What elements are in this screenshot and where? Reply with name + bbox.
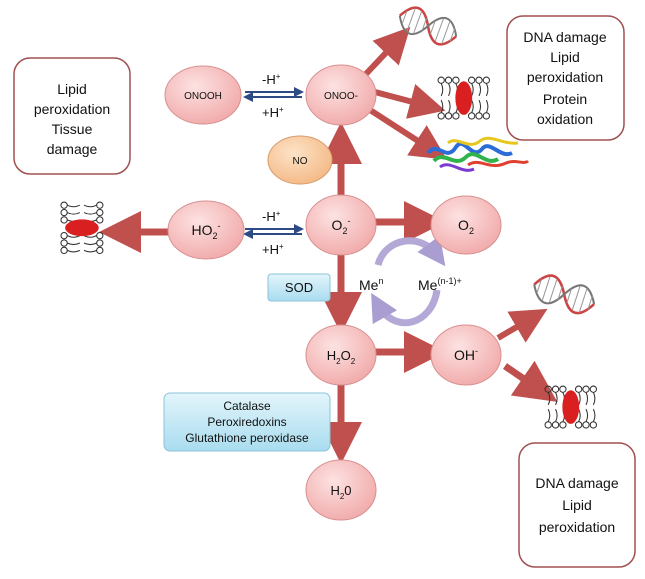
cycle-arrow-upper (374, 235, 446, 267)
lipid-membrane-icon (60, 201, 104, 255)
minus-h-label-top: -H+ (262, 72, 281, 87)
protein-ribbon-icon (426, 136, 530, 172)
svg-text:ONOOH: ONOOH (184, 91, 222, 102)
svg-text:oxidation: oxidation (537, 111, 593, 127)
arrow-onoo-to-protein (368, 107, 448, 160)
metal-left-label: Men (359, 276, 383, 293)
node-o2-radical: O2- (305, 194, 377, 256)
svg-text:SOD: SOD (285, 280, 313, 295)
svg-text:Glutathione peroxidase: Glutathione peroxidase (185, 431, 309, 445)
metal-redox-cycle: Men Me(n-1)+ (359, 235, 462, 327)
dna-helix-icon (528, 269, 600, 319)
node-o2: O2 (430, 195, 502, 255)
node-onoo: ONOO- (305, 64, 377, 126)
svg-text:peroxidation: peroxidation (527, 69, 603, 85)
svg-text:Catalase: Catalase (223, 399, 271, 413)
plus-h-label-top: +H+ (262, 105, 284, 120)
cycle-arrow-lower (371, 289, 441, 327)
svg-text:ONOO-: ONOO- (324, 91, 358, 102)
svg-text:damage: damage (47, 141, 98, 157)
damage-box-left: Lipid peroxidation Tissue damage (13, 57, 131, 175)
svg-text:HO2-: HO2- (191, 221, 220, 241)
svg-text:Peroxiredoxins: Peroxiredoxins (207, 415, 286, 429)
reaction-arrows (99, 26, 558, 464)
lipid-membrane-icon (544, 385, 598, 429)
node-no: NO (267, 135, 333, 185)
arrow-oh-to-membrane (503, 360, 558, 402)
dna-helix-icon (393, 1, 463, 51)
svg-text:peroxidation: peroxidation (34, 101, 110, 117)
node-onooh: ONOOH (164, 65, 242, 125)
svg-text:H20: H20 (330, 483, 351, 501)
enzyme-h2o2-removal-box: Catalase Peroxiredoxins Glutathione pero… (163, 392, 331, 452)
arrow-oh-to-dna (496, 308, 548, 343)
svg-text:DNA damage: DNA damage (535, 475, 618, 491)
node-oh: OH- (430, 324, 502, 386)
arrow-onoo-to-membrane (374, 83, 446, 119)
svg-text:Lipid: Lipid (57, 81, 87, 97)
svg-text:NO: NO (293, 156, 308, 167)
svg-text:Lipid: Lipid (550, 49, 580, 65)
node-h2o2: H2O2 (305, 324, 377, 386)
equilibrium-middle: -H+ +H+ (243, 209, 304, 257)
svg-text:Lipid: Lipid (562, 497, 592, 513)
svg-text:Tissue: Tissue (52, 121, 93, 137)
svg-text:H2O2: H2O2 (327, 348, 356, 366)
node-h2o: H20 (305, 459, 377, 521)
metal-right-label: Me(n-1)+ (418, 276, 462, 293)
arrow-onoo-to-dna (362, 26, 411, 78)
plus-h-label-middle: +H+ (262, 242, 284, 257)
svg-text:OH-: OH- (454, 346, 478, 363)
svg-text:O2: O2 (458, 217, 474, 236)
damage-box-bottom-right: DNA damage Lipid peroxidation (518, 442, 636, 568)
enzyme-sod-box: SOD (267, 273, 331, 302)
svg-text:peroxidation: peroxidation (539, 519, 615, 535)
svg-text:O2-: O2- (332, 216, 351, 236)
minus-h-label-middle: -H+ (262, 209, 281, 224)
lipid-membrane-icon (437, 76, 491, 120)
node-ho2: HO2- (167, 200, 245, 260)
svg-text:DNA damage: DNA damage (523, 29, 606, 45)
svg-text:Protein: Protein (543, 91, 587, 107)
damage-box-top-right: DNA damage Lipid peroxidation Protein ox… (506, 15, 625, 141)
equilibrium-top: -H+ +H+ (243, 72, 304, 120)
